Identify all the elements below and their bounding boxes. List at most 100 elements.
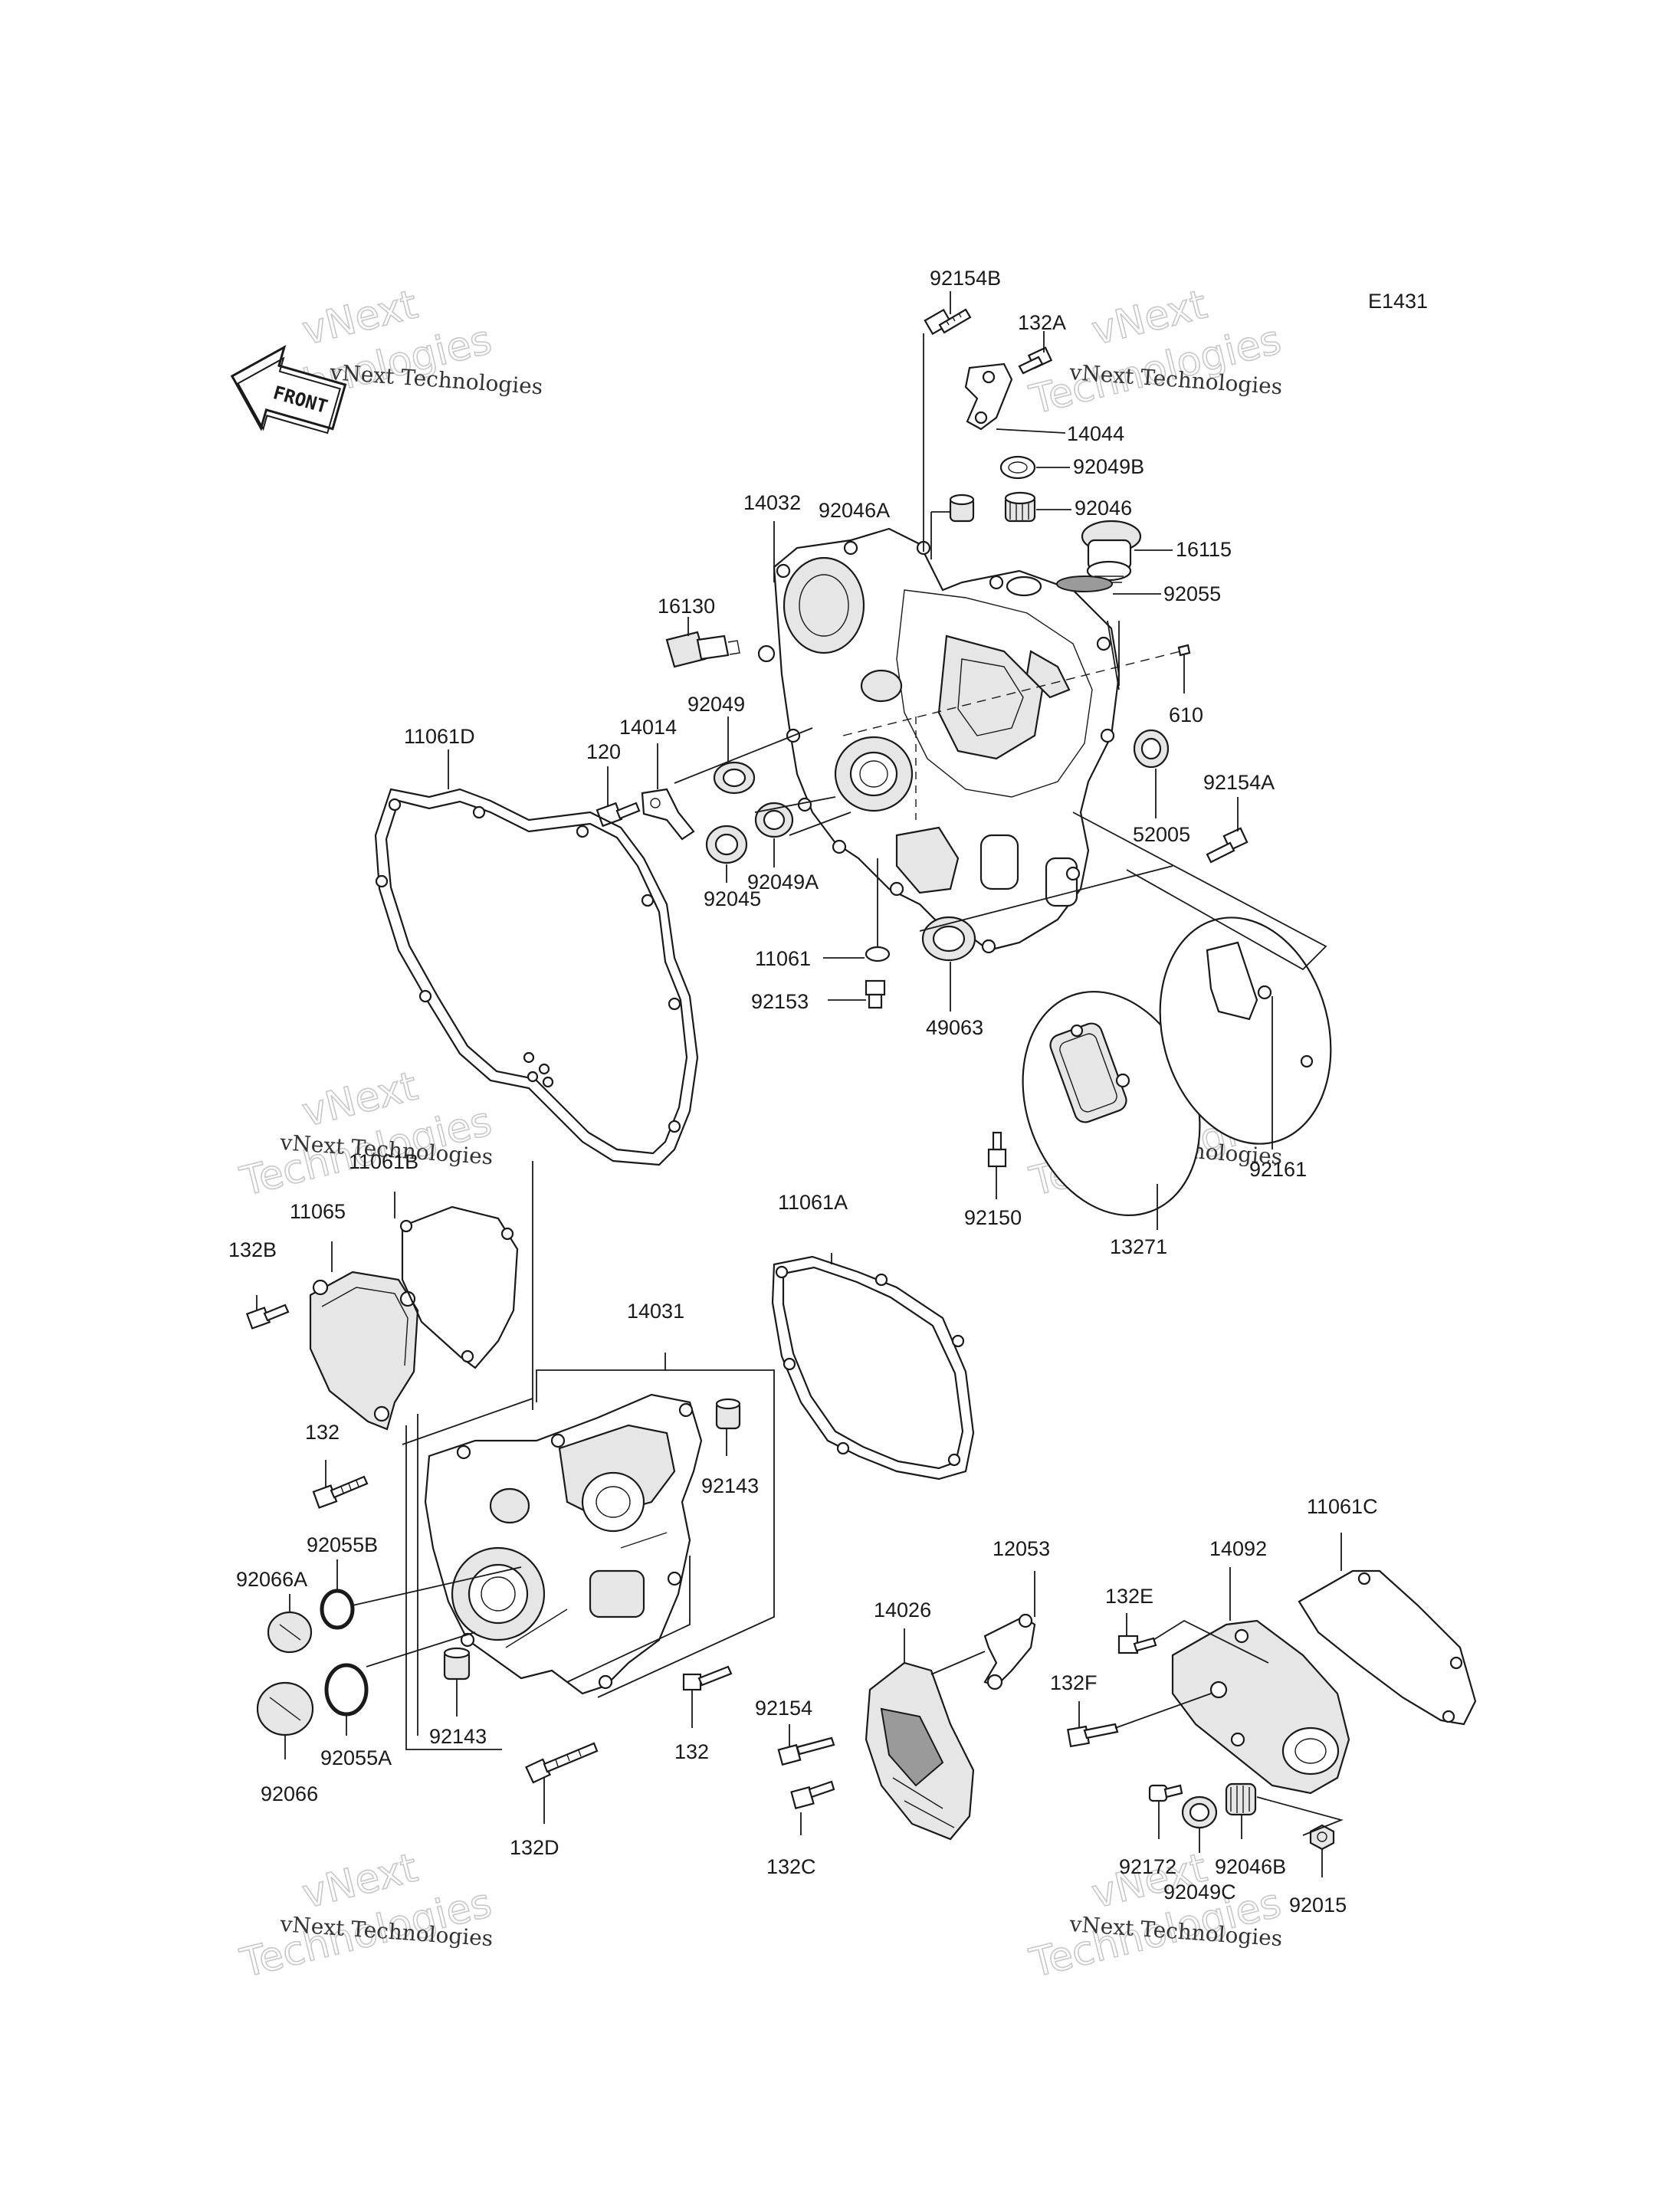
bolt-92154 (777, 1736, 835, 1766)
gasket-11061B (399, 1205, 519, 1369)
pin-610 (1177, 644, 1191, 657)
bolt-132D (525, 1742, 599, 1784)
oring-92055 (1056, 575, 1113, 592)
generator-cover-14031 (424, 1393, 703, 1695)
label-11065: 11065 (290, 1200, 346, 1223)
bolt-132-right (682, 1665, 733, 1691)
cover-14092 (1171, 1619, 1350, 1795)
label-132C: 132C (766, 1855, 816, 1878)
label-132: 132 (305, 1421, 340, 1444)
gasket-11061D-inner (385, 799, 688, 1155)
plug-92066 (256, 1681, 314, 1736)
leader-lines (256, 291, 1344, 1877)
gasket-11061D (374, 788, 699, 1166)
plug-92153 (865, 979, 886, 1009)
diagram-code: E1431 (1368, 290, 1428, 313)
seal-cover-upper (860, 669, 903, 703)
plate-92161 (1159, 917, 1332, 1145)
bolt-132A (1018, 346, 1053, 375)
plate-13271 (1022, 991, 1201, 1216)
guard-14026 (865, 1661, 975, 1841)
label-92066: 92066 (261, 1782, 318, 1805)
label-132F: 132F (1050, 1671, 1098, 1694)
seal-92049A (754, 802, 794, 838)
fitting-16130 (665, 631, 776, 668)
label-132A: 132A (1018, 311, 1066, 334)
bracket-14014 (641, 788, 695, 841)
label-11061B: 11061B (349, 1150, 418, 1173)
label-13271: 13271 (1110, 1235, 1167, 1258)
bearing-92046B (1225, 1782, 1257, 1816)
label-92150: 92150 (964, 1206, 1022, 1229)
label-11061C: 11061C (1307, 1495, 1378, 1518)
part-labels: 92154B 132A 14044 92049B 14032 92046A 92… (228, 267, 1378, 1917)
watermark-mid-left: vNext Technologies vNext Technologies (235, 1063, 497, 1206)
front-arrow-icon: FRONT (230, 345, 347, 434)
label-14014: 14014 (619, 716, 677, 739)
gasket-11061D-holes (375, 798, 681, 1133)
label-11061: 11061 (755, 947, 811, 970)
seal-52005 (1133, 729, 1170, 769)
label-92161: 92161 (1249, 1158, 1307, 1181)
label-92066A: 92066A (236, 1568, 307, 1591)
label-14044: 14044 (1067, 422, 1124, 445)
label-610: 610 (1169, 703, 1203, 726)
seal-92045 (705, 825, 748, 864)
oring-92055B (320, 1589, 355, 1630)
label-132E: 132E (1105, 1585, 1153, 1608)
filler-cap-16115 (1081, 520, 1142, 583)
gasket-11061C (1298, 1569, 1477, 1726)
label-92049B: 92049B (1073, 455, 1144, 478)
clutch-cover-assembly (773, 527, 1181, 954)
seal-92049 (713, 761, 756, 795)
bearing-49063 (921, 916, 976, 962)
label-92049A: 92049A (747, 871, 819, 894)
label-11061D: 11061D (404, 725, 475, 748)
label-92143: 92143 (701, 1474, 759, 1497)
label-132D: 132D (510, 1836, 559, 1859)
bolt-132-upper (312, 1475, 369, 1509)
label-92045: 92045 (704, 887, 761, 910)
nut-92015 (1309, 1824, 1335, 1851)
seal-92049C (1181, 1795, 1218, 1829)
bolt-132B (245, 1303, 290, 1330)
bolt-92154B (924, 308, 972, 336)
label-16115: 16115 (1176, 538, 1232, 561)
label-92154: 92154 (755, 1697, 812, 1720)
label-92046B: 92046B (1215, 1855, 1286, 1878)
label-92154B: 92154B (930, 267, 1001, 290)
dowel-92143-lower (443, 1647, 471, 1681)
label-92049: 92049 (687, 693, 745, 716)
label-49063: 49063 (926, 1016, 983, 1039)
gasket-11061A (771, 1255, 975, 1481)
label-14026: 14026 (874, 1599, 931, 1622)
label-11061A: 11061A (778, 1191, 848, 1214)
label-52005: 52005 (1133, 823, 1190, 846)
label-92055A: 92055A (320, 1746, 392, 1769)
watermark-bottom-left: vNext Technologies vNext Technologies (235, 1844, 497, 1988)
label-14032: 14032 (743, 491, 801, 514)
label-92143-lower: 92143 (429, 1725, 487, 1748)
chain-guide-12053 (983, 1613, 1036, 1690)
bolt-132E (1117, 1635, 1157, 1654)
label-92154A: 92154A (1203, 771, 1275, 794)
cover-11065 (309, 1271, 419, 1431)
label-92049C: 92049C (1163, 1881, 1236, 1904)
label-12053: 12053 (993, 1537, 1050, 1560)
bolt-120 (596, 802, 641, 828)
plug-92066A (267, 1611, 313, 1654)
bolt-132C (790, 1780, 835, 1810)
label-14092: 14092 (1209, 1537, 1267, 1560)
watermark-top-right: vNext Technologies vNext Technologies (1025, 281, 1286, 425)
bearing-92046 (1004, 491, 1036, 523)
dowel-92143-upper (715, 1398, 741, 1430)
label-92153: 92153 (751, 990, 809, 1013)
label-132B: 132B (228, 1238, 277, 1261)
seal-92049B (999, 455, 1036, 480)
label-92055B: 92055B (307, 1533, 378, 1556)
label-92172: 92172 (1119, 1855, 1176, 1878)
bolt-92150 (987, 1131, 1007, 1168)
label-132-lower: 132 (674, 1740, 709, 1763)
label-92046: 92046 (1075, 497, 1132, 520)
